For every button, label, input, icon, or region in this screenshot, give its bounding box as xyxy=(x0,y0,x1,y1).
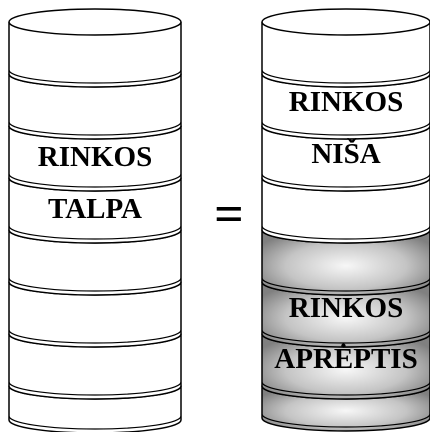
right-upper-label-line-1: RINKOS xyxy=(289,86,403,118)
right-disk-7-body xyxy=(261,334,430,400)
left-disk-4-body xyxy=(8,178,182,244)
right-disk-4-body xyxy=(261,178,430,244)
left-label-line-2: TALPA xyxy=(48,193,142,225)
left-disk-2-body xyxy=(8,74,182,140)
equals-sign: = xyxy=(214,186,244,243)
market-capacity-stack xyxy=(8,8,182,432)
right-disk-2-body xyxy=(261,74,430,140)
right-lower-label-line-2: APRĖPTIS xyxy=(274,342,417,375)
right-disk-1-body xyxy=(261,22,430,88)
left-disk-1-rim xyxy=(8,69,182,84)
right-disk-5-body xyxy=(261,230,430,296)
right-lower-label-line-1: RINKOS xyxy=(289,292,403,324)
left-disk-7-rim xyxy=(8,381,182,396)
left-label-line-1: RINKOS xyxy=(38,141,152,173)
left-disk-6-rim xyxy=(8,329,182,344)
left-disk-8-rim xyxy=(8,415,182,430)
left-disk-2-rim xyxy=(8,121,182,136)
right-disk-4-rim xyxy=(261,225,430,240)
niche-and-coverage-stack xyxy=(261,8,430,432)
left-disk-4-rim xyxy=(8,225,182,240)
left-disk-1-top xyxy=(8,8,182,36)
right-disk-2-rim xyxy=(261,121,430,136)
left-disk-3-rim xyxy=(8,173,182,188)
right-disk-8-rim xyxy=(261,413,430,428)
left-disk-7-body xyxy=(8,334,182,400)
right-disk-3-rim xyxy=(261,173,430,188)
right-disk-1-top xyxy=(261,8,430,36)
left-disk-5-body xyxy=(8,230,182,296)
right-upper-label-line-2: NIŠA xyxy=(311,137,380,170)
left-disk-1-body xyxy=(8,22,182,88)
right-disk-5-rim xyxy=(261,277,430,292)
left-disk-3-body xyxy=(8,126,182,192)
right-disk-3-body xyxy=(261,126,430,192)
right-disk-1 xyxy=(261,8,430,88)
left-disk-6-body xyxy=(8,282,182,348)
left-disk-5-rim xyxy=(8,277,182,292)
left-disk-1 xyxy=(8,8,182,88)
right-disk-7-rim xyxy=(261,381,430,396)
right-disk-6-rim xyxy=(261,329,430,344)
right-disk-1-rim xyxy=(261,69,430,84)
right-disk-6-body xyxy=(261,282,430,348)
